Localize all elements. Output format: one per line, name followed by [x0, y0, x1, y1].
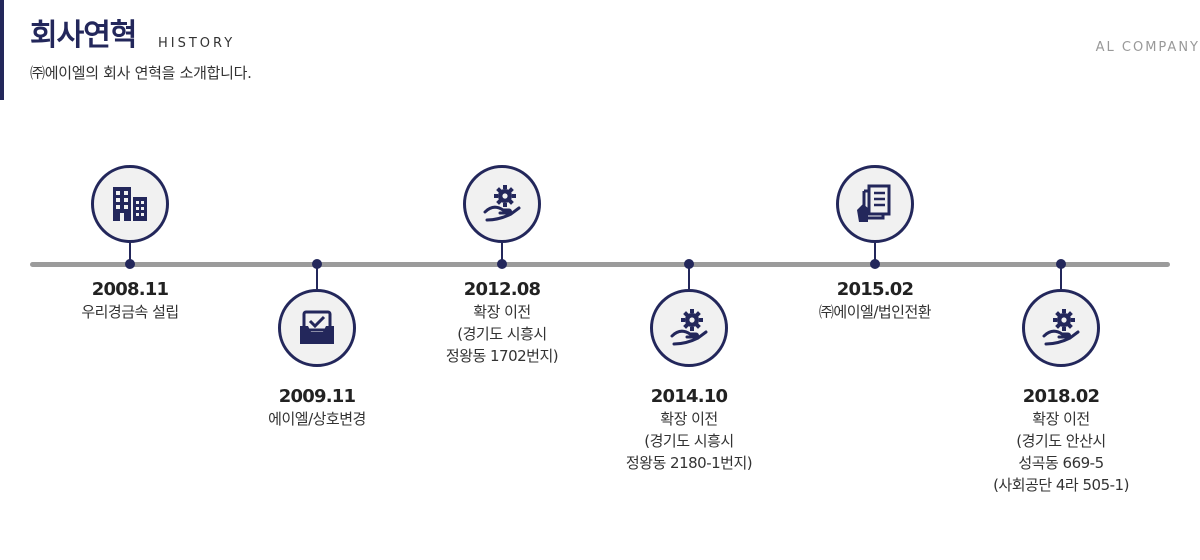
milestone-text: 확장 이전	[473, 303, 531, 321]
milestone-text: 에이엘/상호변경	[268, 410, 366, 428]
milestone-year: 2008.11	[91, 279, 169, 300]
milestone-stem	[688, 267, 690, 289]
milestone-text: 성곡동 669-5	[1018, 454, 1104, 472]
milestone-text: (사회공단 4라 505-1)	[993, 476, 1129, 494]
milestone-text: 우리경금속 설립	[81, 303, 179, 321]
milestone-icon-circle	[1022, 289, 1100, 367]
building-icon	[109, 185, 151, 223]
milestone-icon-circle	[463, 165, 541, 243]
milestone-text: 정왕동 1702번지)	[445, 347, 559, 365]
milestone-info: 2012.08 확장 이전 (경기도 시흥시 정왕동 1702번지)	[402, 279, 602, 367]
milestone-dot	[312, 259, 322, 269]
milestone-dot	[870, 259, 880, 269]
milestone-dot	[497, 259, 507, 269]
milestone-stem	[1060, 267, 1062, 289]
milestone-info: 2018.02 확장 이전 (경기도 안산시 성곡동 669-5 (사회공단 4…	[961, 386, 1161, 496]
milestone-year: 2018.02	[1022, 386, 1100, 407]
milestone-info: 2009.11 에이엘/상호변경	[217, 386, 417, 430]
milestone-info: 2014.10 확장 이전 (경기도 시흥시 정왕동 2180-1번지)	[589, 386, 789, 474]
page-subtitle: HISTORY	[158, 36, 236, 51]
milestone-dot	[125, 259, 135, 269]
milestone-text: (경기도 안산시	[1016, 432, 1106, 450]
milestone-text: 확장 이전	[1032, 410, 1090, 428]
milestone-text: ㈜에이엘/법인전환	[818, 303, 932, 321]
milestone-info: 2008.11 우리경금속 설립	[30, 279, 230, 323]
hand-gear-icon	[1040, 308, 1082, 348]
header-accent-bar	[0, 0, 4, 100]
milestone-stem	[129, 243, 131, 265]
milestone-icon-circle	[836, 165, 914, 243]
milestone-year: 2015.02	[836, 279, 914, 300]
milestone-text: (경기도 시흥시	[457, 325, 547, 343]
timeline-line	[30, 262, 1170, 267]
milestone-dot	[684, 259, 694, 269]
milestone-icon-circle	[91, 165, 169, 243]
hand-gear-icon	[668, 308, 710, 348]
inbox-check-icon	[298, 310, 336, 346]
milestone-stem	[501, 243, 503, 265]
document-hand-icon	[855, 184, 895, 224]
milestone-icon-circle	[278, 289, 356, 367]
hand-gear-icon	[481, 184, 523, 224]
milestone-text: 확장 이전	[660, 410, 718, 428]
milestone-dot	[1056, 259, 1066, 269]
milestone-year: 2009.11	[278, 386, 356, 407]
milestone-stem	[874, 243, 876, 265]
milestone-icon-circle	[650, 289, 728, 367]
milestone-text: 정왕동 2180-1번지)	[625, 454, 753, 472]
page-title: 회사연혁	[30, 18, 137, 53]
milestone-info: 2015.02 ㈜에이엘/법인전환	[775, 279, 975, 323]
milestone-text: (경기도 시흥시	[644, 432, 734, 450]
brand-label: AL COMPANY	[1095, 40, 1200, 55]
page-description: ㈜에이엘의 회사 연혁을 소개합니다.	[30, 64, 252, 82]
milestone-year: 2012.08	[463, 279, 541, 300]
milestone-stem	[316, 267, 318, 289]
milestone-year: 2014.10	[650, 386, 728, 407]
